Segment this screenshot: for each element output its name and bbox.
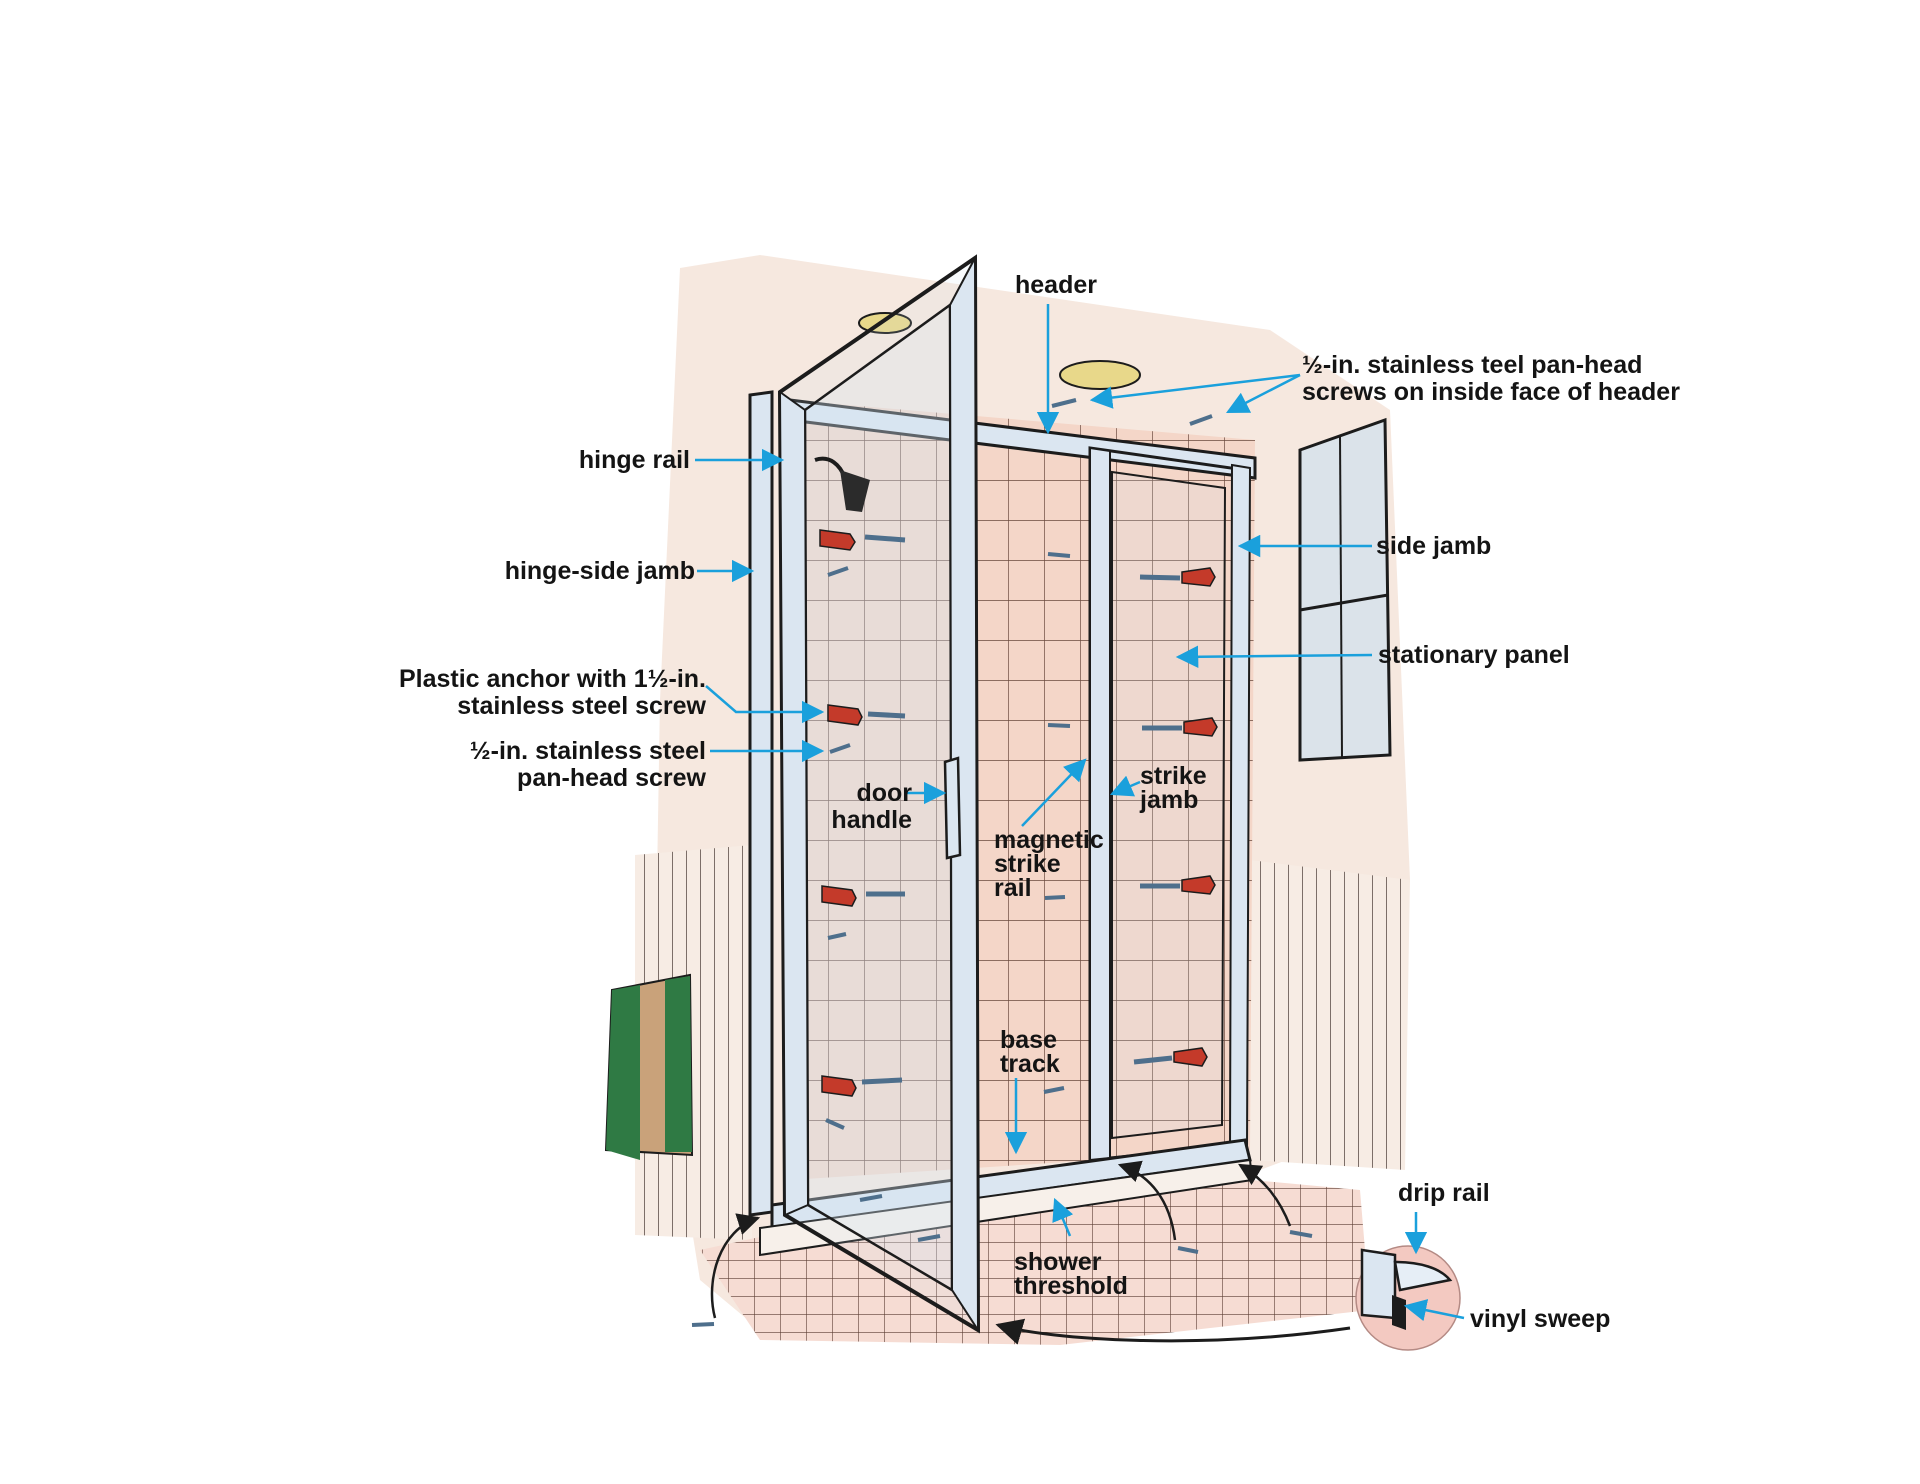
bathroom-floor xyxy=(700,1165,1370,1345)
plastic-anchor-icon xyxy=(1183,717,1218,737)
plastic-anchor-icon xyxy=(1181,875,1216,895)
plastic-anchor-icon xyxy=(1173,1047,1208,1067)
door-outer-stile xyxy=(948,257,980,1334)
shower-back-wall xyxy=(790,400,1255,1180)
detail-callout-leader xyxy=(995,1318,1351,1345)
plastic-anchor-leader xyxy=(705,685,825,724)
pan-head-screw-icon xyxy=(861,1077,903,1085)
shower-head-icon xyxy=(814,456,870,512)
pan-head-screw-icon xyxy=(1289,1230,1313,1238)
pan-head-screw-icon xyxy=(1047,552,1071,558)
pan-head-screw-icon xyxy=(827,566,849,577)
pan-head-screw-icon xyxy=(691,1322,715,1327)
header-screws-leader-2 xyxy=(1225,373,1301,414)
pan-head-screw-icon xyxy=(1051,398,1077,408)
pan-head-screw-icon xyxy=(1047,723,1071,728)
label-base-track: base track xyxy=(1000,1026,1060,1078)
hinge-side-jamb-shape xyxy=(748,390,774,1217)
side-jamb-shape xyxy=(1228,463,1252,1152)
pan-head-screw-icon xyxy=(1133,1055,1173,1065)
stationary-panel-inner xyxy=(1111,470,1227,1140)
pan-head-screw-icon xyxy=(829,743,851,754)
label-header-screws: ½-in. stainless teel pan-head screws on … xyxy=(1302,351,1680,406)
label-vinyl-sweep: vinyl sweep xyxy=(1470,1305,1611,1333)
plastic-anchor-icon xyxy=(821,1075,857,1097)
label-header: header xyxy=(1015,271,1097,299)
pan-head-screw-icon xyxy=(1044,895,1066,900)
label-strike-jamb: strike jamb xyxy=(1140,762,1207,814)
shower-threshold-leader xyxy=(1052,1197,1074,1237)
strike-jamb-shape xyxy=(1089,446,1111,1162)
screw-leader xyxy=(1238,1163,1292,1227)
hinge-rail-shape xyxy=(778,390,810,1217)
ceiling-light-icon xyxy=(1059,360,1141,390)
label-magnetic-strike-rail: magnetic strike rail xyxy=(994,826,1104,902)
header-screws-leader-1 xyxy=(1089,373,1301,409)
label-door-handle: door handle xyxy=(831,779,912,834)
window xyxy=(1298,417,1392,762)
door-handle-icon xyxy=(943,756,962,860)
strike-jamb-leader xyxy=(1109,775,1141,797)
plastic-anchor-icon xyxy=(827,704,863,726)
pan-head-screw-icon xyxy=(917,1234,941,1242)
pan-head-screw-icon xyxy=(859,1194,883,1202)
wainscoting-right xyxy=(1250,860,1410,1170)
screw-leader xyxy=(710,1213,761,1319)
screw-leader xyxy=(1117,1160,1177,1241)
plastic-anchor-icon xyxy=(1181,567,1216,587)
label-hinge-rail: hinge rail xyxy=(578,446,690,474)
magnetic-strike-rail-leader xyxy=(1021,758,1087,827)
label-shower-threshold: shower threshold xyxy=(1014,1248,1128,1300)
pan-head-screw-icon xyxy=(864,534,906,543)
label-pan-head-screw: ½-in. stainless steel pan-head screw xyxy=(469,737,706,792)
pan-head-screw-icon xyxy=(1177,1246,1199,1254)
towel xyxy=(604,973,694,1160)
pan-head-screw-icon xyxy=(827,932,847,940)
plastic-anchor-icon xyxy=(821,885,857,907)
drip-rail-detail xyxy=(1355,1245,1461,1351)
pan-head-screw-icon xyxy=(867,711,906,719)
label-side-jamb: side jamb xyxy=(1376,532,1492,560)
vinyl-sweep-leader xyxy=(1403,1299,1465,1322)
plastic-anchor-icon xyxy=(819,529,856,551)
pan-head-screw-icon xyxy=(1139,574,1181,581)
label-hinge-side-jamb: hinge-side jamb xyxy=(504,557,695,585)
stationary-panel-leader xyxy=(1175,645,1373,669)
label-drip-rail: drip rail xyxy=(1398,1179,1490,1207)
label-stationary-panel: stationary panel xyxy=(1378,641,1570,669)
label-plastic-anchor: Plastic anchor with 1½-in. stainless ste… xyxy=(398,665,706,720)
pan-head-screw-icon xyxy=(1189,414,1213,426)
pan-head-screw-icon xyxy=(1043,1086,1065,1094)
pan-head-screw-icon xyxy=(825,1118,845,1130)
